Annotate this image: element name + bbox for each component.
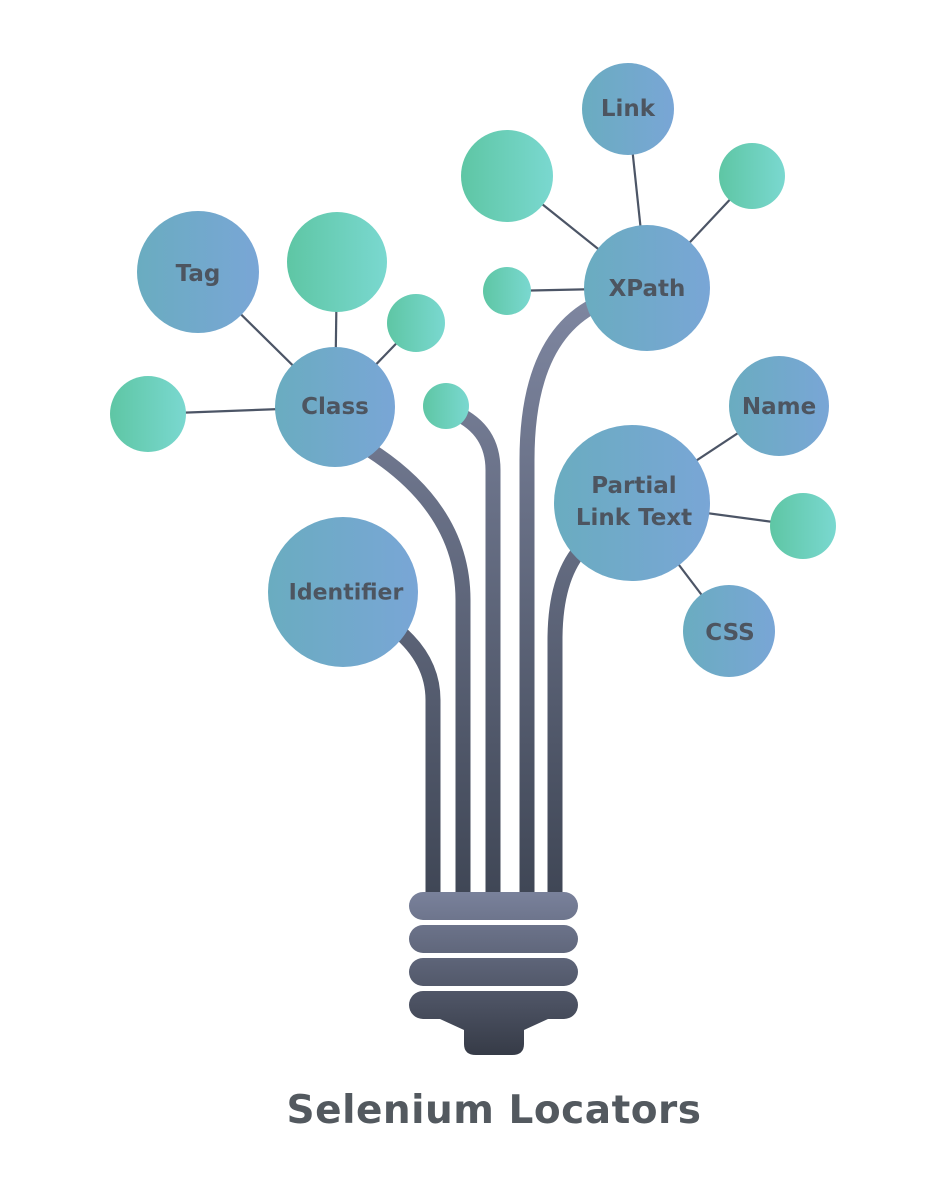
bulb-base-ring-2 bbox=[409, 925, 578, 953]
diagram-title: Selenium Locators bbox=[286, 1088, 702, 1133]
link-node bbox=[582, 63, 674, 155]
green-node-near-xpath-top-right bbox=[719, 143, 785, 209]
partial-link-text-label-line-2: Link Text bbox=[576, 505, 692, 531]
class-label: Class bbox=[301, 394, 369, 420]
identifier-label: Identifier bbox=[289, 581, 404, 606]
name-label: Name bbox=[742, 394, 816, 420]
wire-class bbox=[365, 443, 471, 895]
wire-identifier bbox=[392, 624, 441, 895]
css-label: CSS bbox=[705, 620, 754, 646]
green-node-center-small bbox=[423, 383, 469, 429]
bulb-base-ring-4 bbox=[409, 991, 578, 1019]
green-node-near-partial-link-text bbox=[770, 493, 836, 559]
name-node bbox=[729, 356, 829, 456]
bulb-base bbox=[409, 892, 578, 1055]
css-node bbox=[683, 585, 775, 677]
locator-nodes bbox=[137, 63, 829, 677]
bulb-base-tip bbox=[440, 1019, 548, 1055]
green-nodes bbox=[110, 130, 836, 559]
green-node-near-xpath-top-left bbox=[461, 130, 553, 222]
partial-link-text-node bbox=[554, 425, 710, 581]
green-node-near-xpath-left bbox=[483, 267, 531, 315]
node-labels: Link Tag XPath Class Name Partial Link T… bbox=[176, 96, 817, 646]
bulb-base-ring-1 bbox=[409, 892, 578, 920]
green-node-near-class-top bbox=[287, 212, 387, 312]
link-label: Link bbox=[601, 96, 656, 122]
tag-label: Tag bbox=[176, 261, 221, 287]
xpath-node bbox=[584, 225, 710, 351]
bulb-base-ring-3 bbox=[409, 958, 578, 986]
identifier-node bbox=[268, 517, 418, 667]
tag-node bbox=[137, 211, 259, 333]
green-node-near-class-right bbox=[387, 294, 445, 352]
xpath-label: XPath bbox=[609, 276, 686, 302]
class-node bbox=[275, 347, 395, 467]
partial-link-text-label-line-1: Partial bbox=[591, 473, 676, 499]
wire-xpath bbox=[519, 298, 599, 895]
wire-partial-link-text bbox=[547, 545, 586, 895]
green-node-near-class-left bbox=[110, 376, 186, 452]
